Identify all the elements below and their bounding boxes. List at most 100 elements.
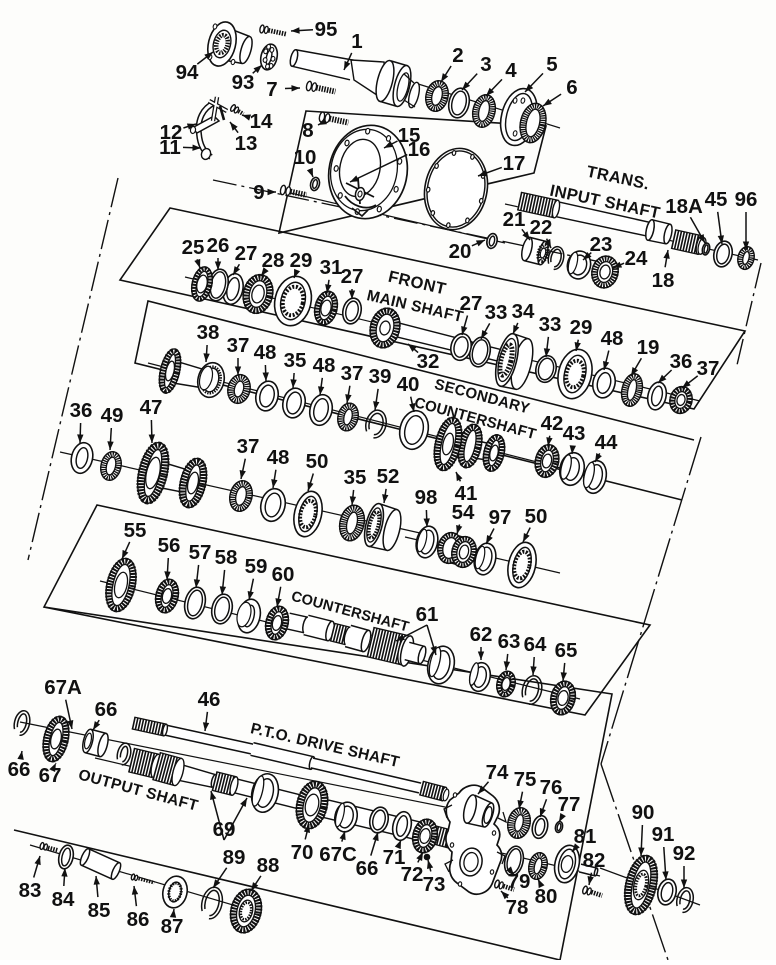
svg-text:78: 78 bbox=[506, 896, 529, 919]
svg-text:11: 11 bbox=[159, 136, 181, 159]
svg-text:18A: 18A bbox=[665, 195, 703, 218]
svg-text:20: 20 bbox=[449, 240, 472, 263]
svg-text:77: 77 bbox=[558, 793, 581, 816]
svg-text:9: 9 bbox=[253, 181, 264, 204]
svg-text:70: 70 bbox=[291, 841, 314, 864]
svg-text:72: 72 bbox=[401, 863, 424, 886]
svg-text:7: 7 bbox=[266, 78, 277, 101]
svg-text:35: 35 bbox=[284, 349, 307, 372]
svg-text:85: 85 bbox=[88, 899, 111, 922]
svg-text:37: 37 bbox=[237, 435, 260, 458]
svg-text:66: 66 bbox=[95, 698, 118, 721]
svg-text:31: 31 bbox=[320, 256, 343, 279]
svg-text:60: 60 bbox=[272, 563, 295, 586]
svg-text:94: 94 bbox=[176, 61, 199, 84]
svg-text:87: 87 bbox=[161, 915, 184, 938]
svg-text:3: 3 bbox=[480, 53, 491, 76]
svg-text:35: 35 bbox=[344, 466, 367, 489]
svg-text:45: 45 bbox=[705, 188, 728, 211]
svg-text:67C: 67C bbox=[319, 843, 357, 866]
svg-text:4: 4 bbox=[505, 59, 517, 82]
svg-text:38: 38 bbox=[197, 321, 220, 344]
svg-text:23: 23 bbox=[590, 233, 613, 256]
svg-text:73: 73 bbox=[423, 873, 446, 896]
svg-text:27: 27 bbox=[235, 242, 258, 265]
svg-text:48: 48 bbox=[254, 341, 277, 364]
svg-text:17: 17 bbox=[503, 152, 526, 175]
svg-text:10: 10 bbox=[294, 146, 317, 169]
svg-text:66: 66 bbox=[8, 758, 31, 781]
svg-text:33: 33 bbox=[485, 301, 508, 324]
svg-text:46: 46 bbox=[198, 688, 221, 711]
svg-text:64: 64 bbox=[524, 633, 547, 656]
svg-text:42: 42 bbox=[541, 412, 564, 435]
svg-text:2: 2 bbox=[452, 44, 463, 67]
svg-text:54: 54 bbox=[452, 501, 475, 524]
svg-text:56: 56 bbox=[158, 534, 181, 557]
svg-text:18: 18 bbox=[652, 269, 675, 292]
svg-text:32: 32 bbox=[417, 350, 440, 373]
svg-text:75: 75 bbox=[514, 768, 537, 791]
svg-text:74: 74 bbox=[486, 761, 509, 784]
svg-text:48: 48 bbox=[601, 327, 624, 350]
svg-text:91: 91 bbox=[652, 823, 675, 846]
svg-text:36: 36 bbox=[670, 350, 693, 373]
svg-text:47: 47 bbox=[140, 396, 163, 419]
svg-text:37: 37 bbox=[697, 357, 720, 380]
svg-text:81: 81 bbox=[574, 825, 597, 848]
svg-text:62: 62 bbox=[470, 623, 493, 646]
svg-text:44: 44 bbox=[595, 431, 618, 454]
svg-text:95: 95 bbox=[315, 18, 338, 41]
svg-text:93: 93 bbox=[232, 71, 255, 94]
svg-text:19: 19 bbox=[637, 336, 660, 359]
svg-text:48: 48 bbox=[267, 446, 290, 469]
svg-text:90: 90 bbox=[632, 801, 655, 824]
svg-text:58: 58 bbox=[215, 546, 238, 569]
svg-text:37: 37 bbox=[341, 362, 364, 385]
svg-text:40: 40 bbox=[397, 373, 420, 396]
svg-text:14: 14 bbox=[250, 110, 273, 133]
svg-text:50: 50 bbox=[525, 505, 548, 528]
svg-text:24: 24 bbox=[625, 247, 648, 270]
svg-text:37: 37 bbox=[227, 334, 250, 357]
svg-text:92: 92 bbox=[673, 842, 696, 865]
svg-text:96: 96 bbox=[735, 188, 758, 211]
svg-text:79: 79 bbox=[508, 870, 531, 893]
svg-text:97: 97 bbox=[489, 506, 512, 529]
svg-text:67A: 67A bbox=[44, 676, 82, 699]
svg-text:6: 6 bbox=[566, 76, 577, 99]
svg-text:50: 50 bbox=[306, 450, 329, 473]
svg-text:84: 84 bbox=[52, 888, 75, 911]
svg-text:55: 55 bbox=[124, 519, 147, 542]
svg-text:83: 83 bbox=[19, 879, 42, 902]
svg-text:34: 34 bbox=[512, 300, 535, 323]
svg-text:21: 21 bbox=[503, 208, 526, 231]
svg-text:63: 63 bbox=[498, 630, 521, 653]
svg-text:29: 29 bbox=[290, 249, 313, 272]
svg-text:25: 25 bbox=[182, 236, 205, 259]
svg-text:13: 13 bbox=[235, 132, 258, 155]
svg-text:66: 66 bbox=[356, 857, 379, 880]
svg-text:33: 33 bbox=[539, 313, 562, 336]
svg-text:80: 80 bbox=[535, 885, 558, 908]
svg-text:27: 27 bbox=[341, 265, 364, 288]
svg-text:1: 1 bbox=[351, 30, 362, 53]
svg-text:57: 57 bbox=[189, 541, 212, 564]
svg-text:88: 88 bbox=[257, 854, 280, 877]
svg-text:82: 82 bbox=[583, 849, 606, 872]
svg-text:98: 98 bbox=[415, 486, 438, 509]
svg-text:36: 36 bbox=[70, 399, 93, 422]
svg-text:22: 22 bbox=[530, 216, 553, 239]
svg-text:39: 39 bbox=[369, 365, 392, 388]
svg-text:67: 67 bbox=[39, 764, 62, 787]
svg-text:48: 48 bbox=[313, 354, 336, 377]
svg-text:61: 61 bbox=[416, 603, 439, 626]
svg-text:52: 52 bbox=[377, 465, 400, 488]
svg-text:59: 59 bbox=[245, 555, 268, 578]
svg-text:29: 29 bbox=[570, 316, 593, 339]
svg-text:49: 49 bbox=[101, 404, 124, 427]
svg-text:8: 8 bbox=[302, 119, 313, 142]
svg-text:26: 26 bbox=[207, 234, 230, 257]
svg-text:16: 16 bbox=[408, 138, 431, 161]
svg-text:43: 43 bbox=[563, 422, 586, 445]
